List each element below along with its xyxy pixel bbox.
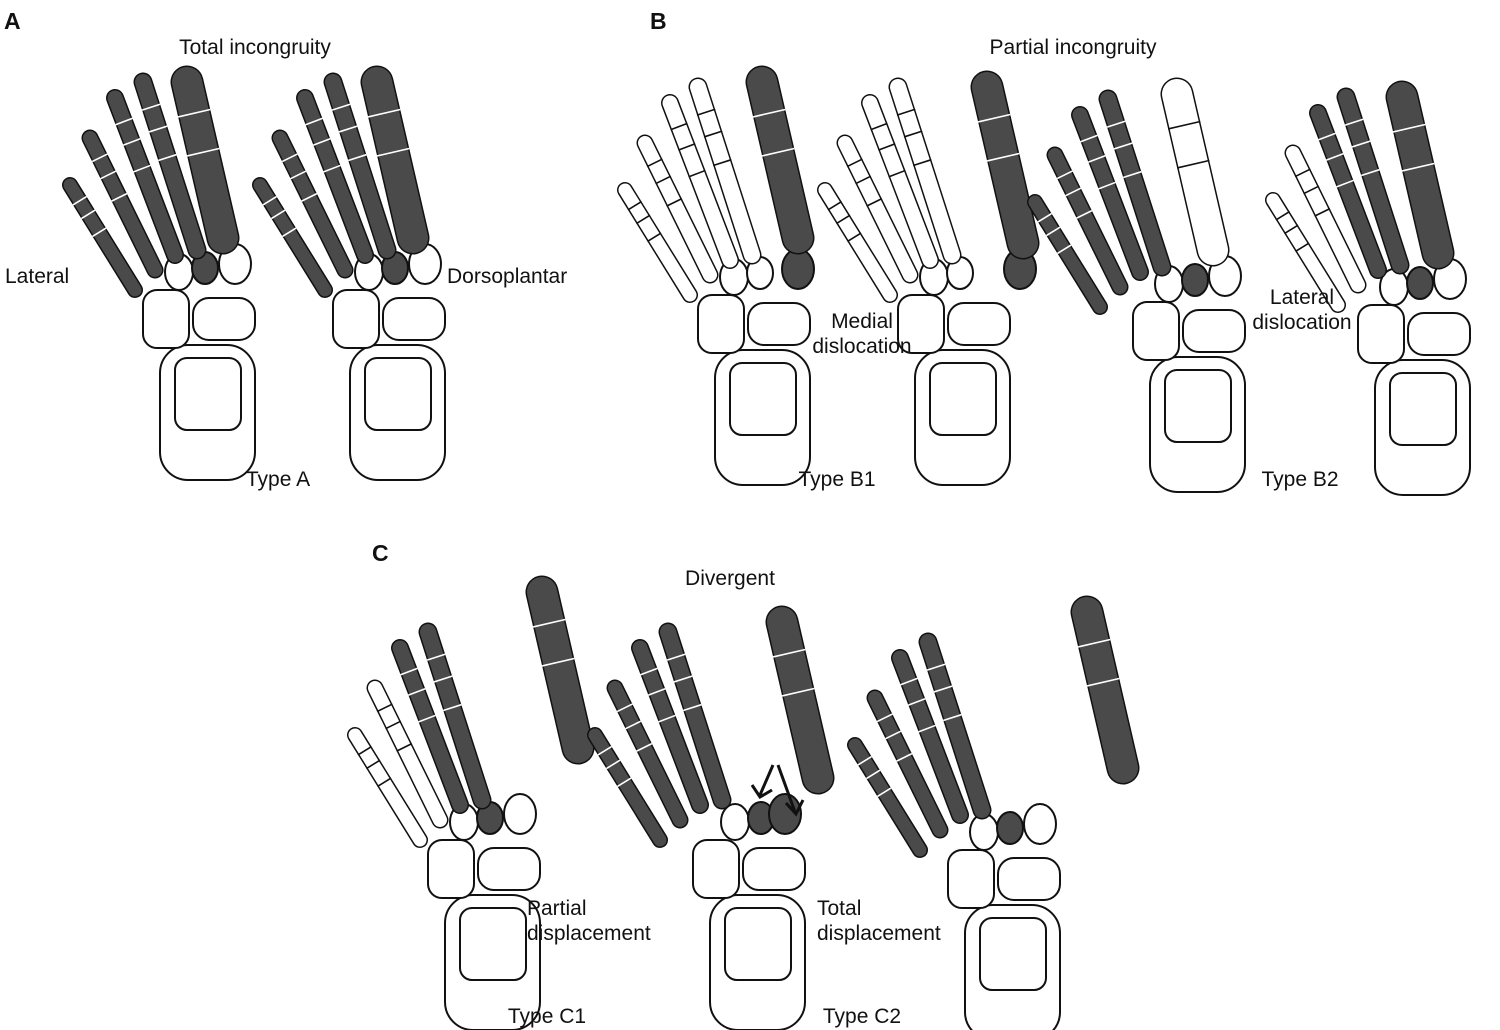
lesser-ray	[418, 622, 492, 810]
lesser-ray	[1284, 144, 1367, 294]
total-displacement-line1: Total	[817, 897, 862, 920]
type-c2-label: Type C2	[822, 1005, 902, 1028]
hallux-ray	[745, 65, 815, 255]
lesser-ray	[817, 182, 898, 303]
lesser-ray	[106, 89, 184, 264]
lesser-ray	[81, 129, 164, 279]
hallux-ray	[970, 70, 1040, 260]
hallux-ray	[1160, 77, 1230, 267]
lesser-ray	[1027, 194, 1108, 315]
foot-type-a-lateral	[62, 65, 256, 481]
foot-type-b1-right	[817, 70, 1040, 486]
panel-a-title: Total incongruity	[179, 36, 331, 59]
medial-dislocation-line1: Medial	[831, 310, 893, 333]
hallux-ray	[765, 605, 835, 795]
foot-type-a-dorsoplantar	[252, 65, 446, 481]
foot-type-c3	[847, 595, 1140, 1030]
panel-c-title: Divergent	[685, 567, 775, 590]
lesser-ray	[271, 129, 354, 279]
lesser-ray	[587, 727, 668, 848]
hallux-ray	[1385, 80, 1455, 270]
lesser-ray	[1336, 87, 1410, 275]
lesser-ray	[888, 77, 962, 265]
lesser-ray	[391, 639, 469, 814]
divergence-arrows-icon	[750, 764, 805, 817]
hallux-ray	[170, 65, 240, 255]
medial-dislocation-line2: dislocation	[812, 335, 912, 358]
lesser-ray	[836, 134, 919, 284]
total-displacement-line2: displacement	[817, 922, 941, 945]
lesser-ray	[323, 72, 397, 260]
lesser-ray	[62, 177, 143, 298]
lesser-ray	[688, 77, 762, 265]
panel-c-letter: C	[372, 540, 389, 566]
type-b1-label: Type B1	[798, 468, 876, 491]
panel-b-title: Partial incongruity	[989, 36, 1157, 59]
lateral-dislocation-line2: dislocation	[1252, 311, 1352, 334]
lateral-dislocation-line1: Lateral	[1269, 286, 1335, 309]
lesser-ray	[891, 649, 969, 824]
lateral-label: Lateral	[5, 265, 70, 288]
hallux-ray	[1070, 595, 1140, 785]
lesser-ray	[606, 679, 689, 829]
partial-displacement-line1: Partial	[527, 897, 587, 920]
lesser-ray	[631, 639, 709, 814]
lesser-ray	[1046, 146, 1129, 296]
hallux-ray	[525, 575, 595, 765]
lesser-ray	[861, 94, 939, 269]
type-c1-label: Type C1	[507, 1005, 587, 1028]
lesser-ray	[366, 679, 449, 829]
lesser-ray	[617, 182, 698, 303]
lesser-ray	[658, 622, 732, 810]
foot-type-b1-left	[617, 65, 815, 486]
lesser-ray	[918, 632, 992, 820]
lesser-ray	[1071, 106, 1149, 281]
lesser-ray	[1309, 104, 1387, 279]
lesser-ray	[1265, 192, 1346, 313]
type-a-label: Type A	[245, 468, 311, 491]
foot-type-c2	[587, 605, 835, 1030]
lesser-ray	[347, 727, 428, 848]
lesser-ray	[296, 89, 374, 264]
foot-type-b2-left	[1027, 77, 1246, 493]
lesser-ray	[847, 737, 928, 858]
lesser-ray	[133, 72, 207, 260]
partial-displacement-line2: displacement	[527, 922, 651, 945]
panel-b-letter: B	[650, 8, 667, 34]
hallux-ray	[360, 65, 430, 255]
foot-type-c1	[347, 575, 595, 1030]
lesser-ray	[866, 689, 949, 839]
lesser-ray	[636, 134, 719, 284]
lesser-ray	[661, 94, 739, 269]
lesser-ray	[1098, 89, 1172, 277]
panel-a-letter: A	[4, 8, 21, 34]
dorsoplantar-label: Dorsoplantar	[447, 265, 568, 288]
foot-type-b2-right	[1265, 80, 1471, 496]
type-b2-label: Type B2	[1261, 468, 1339, 491]
lesser-ray	[252, 177, 333, 298]
